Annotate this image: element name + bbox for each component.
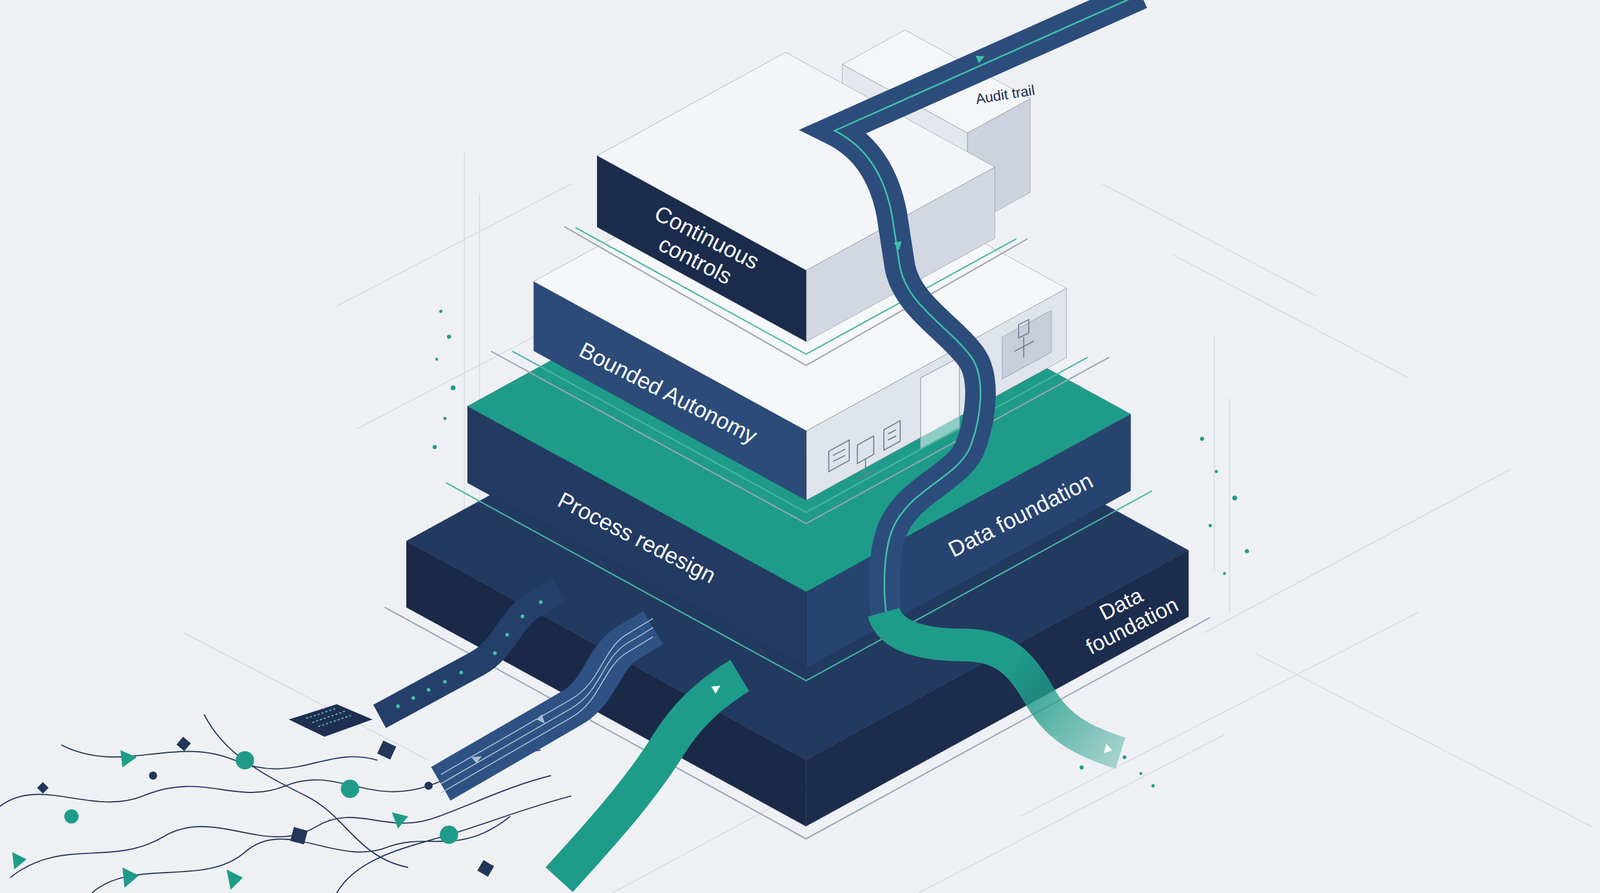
layer-block-shape [406, 331, 1189, 827]
block-face-top [406, 331, 1189, 760]
decoration [290, 827, 308, 845]
decoration [10, 775, 552, 878]
decoration [1200, 436, 1205, 441]
chaos-network [0, 714, 572, 893]
layer-label: Bounded Autonomy [544, 320, 793, 465]
decoration [411, 695, 416, 700]
label-anchor: Process redesign [483, 525, 791, 551]
layer-block: Process redesign Data foundation [467, 228, 1131, 669]
decoration [395, 704, 400, 709]
decoration [1104, 744, 1113, 754]
decoration [377, 740, 397, 760]
decoration [288, 704, 373, 737]
decoration [226, 869, 244, 890]
panel [1001, 310, 1051, 380]
decoration [536, 714, 545, 724]
decoration [204, 714, 409, 868]
decoration [1079, 765, 1084, 770]
block-face-top [467, 228, 1131, 592]
decoration [1229, 398, 1230, 613]
decoration [120, 750, 137, 768]
decoration [450, 385, 456, 391]
decoration [336, 795, 572, 893]
label-anchor: Data foundation [1060, 590, 1194, 641]
chaos-shapes [12, 704, 495, 890]
decoration [443, 679, 447, 684]
decoration [391, 812, 409, 829]
decoration [1173, 255, 1409, 378]
decoration [1204, 469, 1511, 633]
block [406, 331, 1189, 827]
decoration [37, 781, 49, 794]
decoration [64, 809, 80, 824]
decoration [447, 334, 452, 339]
decoration [471, 756, 482, 764]
decoration [340, 779, 360, 799]
decoration [306, 708, 352, 727]
decoration [439, 825, 459, 845]
layer-label: Data foundation [1056, 563, 1198, 668]
label-anchor: Continuous controls [624, 223, 778, 275]
decoration [12, 852, 27, 870]
decoration [426, 687, 431, 692]
block-face-top [842, 29, 1031, 133]
person-icon [1014, 319, 1034, 357]
grid-lines [183, 152, 1592, 893]
decoration [432, 444, 437, 449]
decoration [438, 309, 443, 314]
decoration [477, 859, 495, 877]
layer-block-shape [467, 228, 1131, 669]
decoration [435, 357, 439, 361]
decoration [1122, 755, 1127, 759]
decoration [183, 632, 429, 760]
layer-block: Continuous controls [597, 52, 995, 342]
decoration [1223, 572, 1227, 575]
layer-label: Data foundation [923, 457, 1118, 574]
decoration [975, 55, 985, 64]
label-anchor: Bounded Autonomy [535, 380, 801, 406]
agent-icon [828, 439, 849, 471]
decoration [91, 816, 511, 893]
decoration [918, 734, 1225, 893]
decoration [1214, 469, 1218, 473]
agent-icon [883, 420, 900, 450]
decoration [148, 771, 157, 780]
decoration [176, 736, 192, 752]
decoration [1208, 523, 1213, 528]
layer-block: Bounded Autonomy [533, 138, 1067, 500]
decoration [1102, 183, 1317, 296]
label-anchor: Audit trail [959, 86, 1052, 103]
block-face-top [533, 138, 1067, 431]
decoration [235, 751, 255, 770]
layer-block: Data foundation [406, 331, 1189, 827]
layer-block-shape [533, 138, 1067, 500]
decoration [443, 416, 447, 420]
decoration [1255, 652, 1592, 827]
decoration [122, 867, 139, 888]
layer-block-shape [597, 52, 995, 342]
layer-label: Process redesign [494, 456, 780, 620]
decoration [1213, 336, 1215, 572]
decoration [463, 152, 465, 531]
decoration [0, 750, 541, 807]
decoration [424, 781, 433, 791]
back-cube [842, 29, 1031, 227]
decoration [1244, 548, 1249, 553]
decoration [459, 670, 463, 675]
decoration [1139, 772, 1143, 775]
decoration [1231, 495, 1237, 500]
decoration [61, 744, 378, 769]
layer-label: Continuous controls [620, 191, 781, 307]
label-anchor: Data foundation [918, 502, 1123, 528]
decoration [1151, 784, 1155, 788]
